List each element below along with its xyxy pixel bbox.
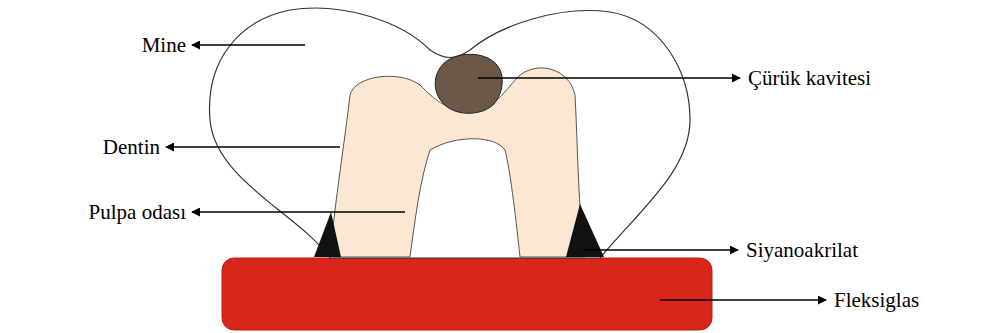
caries-cavity (435, 54, 502, 113)
leader-arrow (166, 146, 340, 148)
leader-arrow (478, 77, 740, 79)
leader-arrow (192, 211, 405, 213)
leader-arrow (583, 249, 738, 251)
part-label: Pulpa odası (89, 202, 186, 223)
cyanoacrylate-fillet (566, 204, 604, 257)
part-label: Siyanoakrilat (746, 240, 858, 261)
leader-arrow (192, 44, 305, 46)
part-label: Çürük kavitesi (748, 68, 871, 89)
part-label: Dentin (103, 137, 160, 158)
leader-arrow (660, 299, 826, 301)
part-label: Mine (142, 35, 186, 56)
cyanoacrylate-fillet (314, 212, 341, 257)
plexiglass-block (222, 258, 712, 330)
part-label: Fleksiglas (834, 290, 919, 311)
